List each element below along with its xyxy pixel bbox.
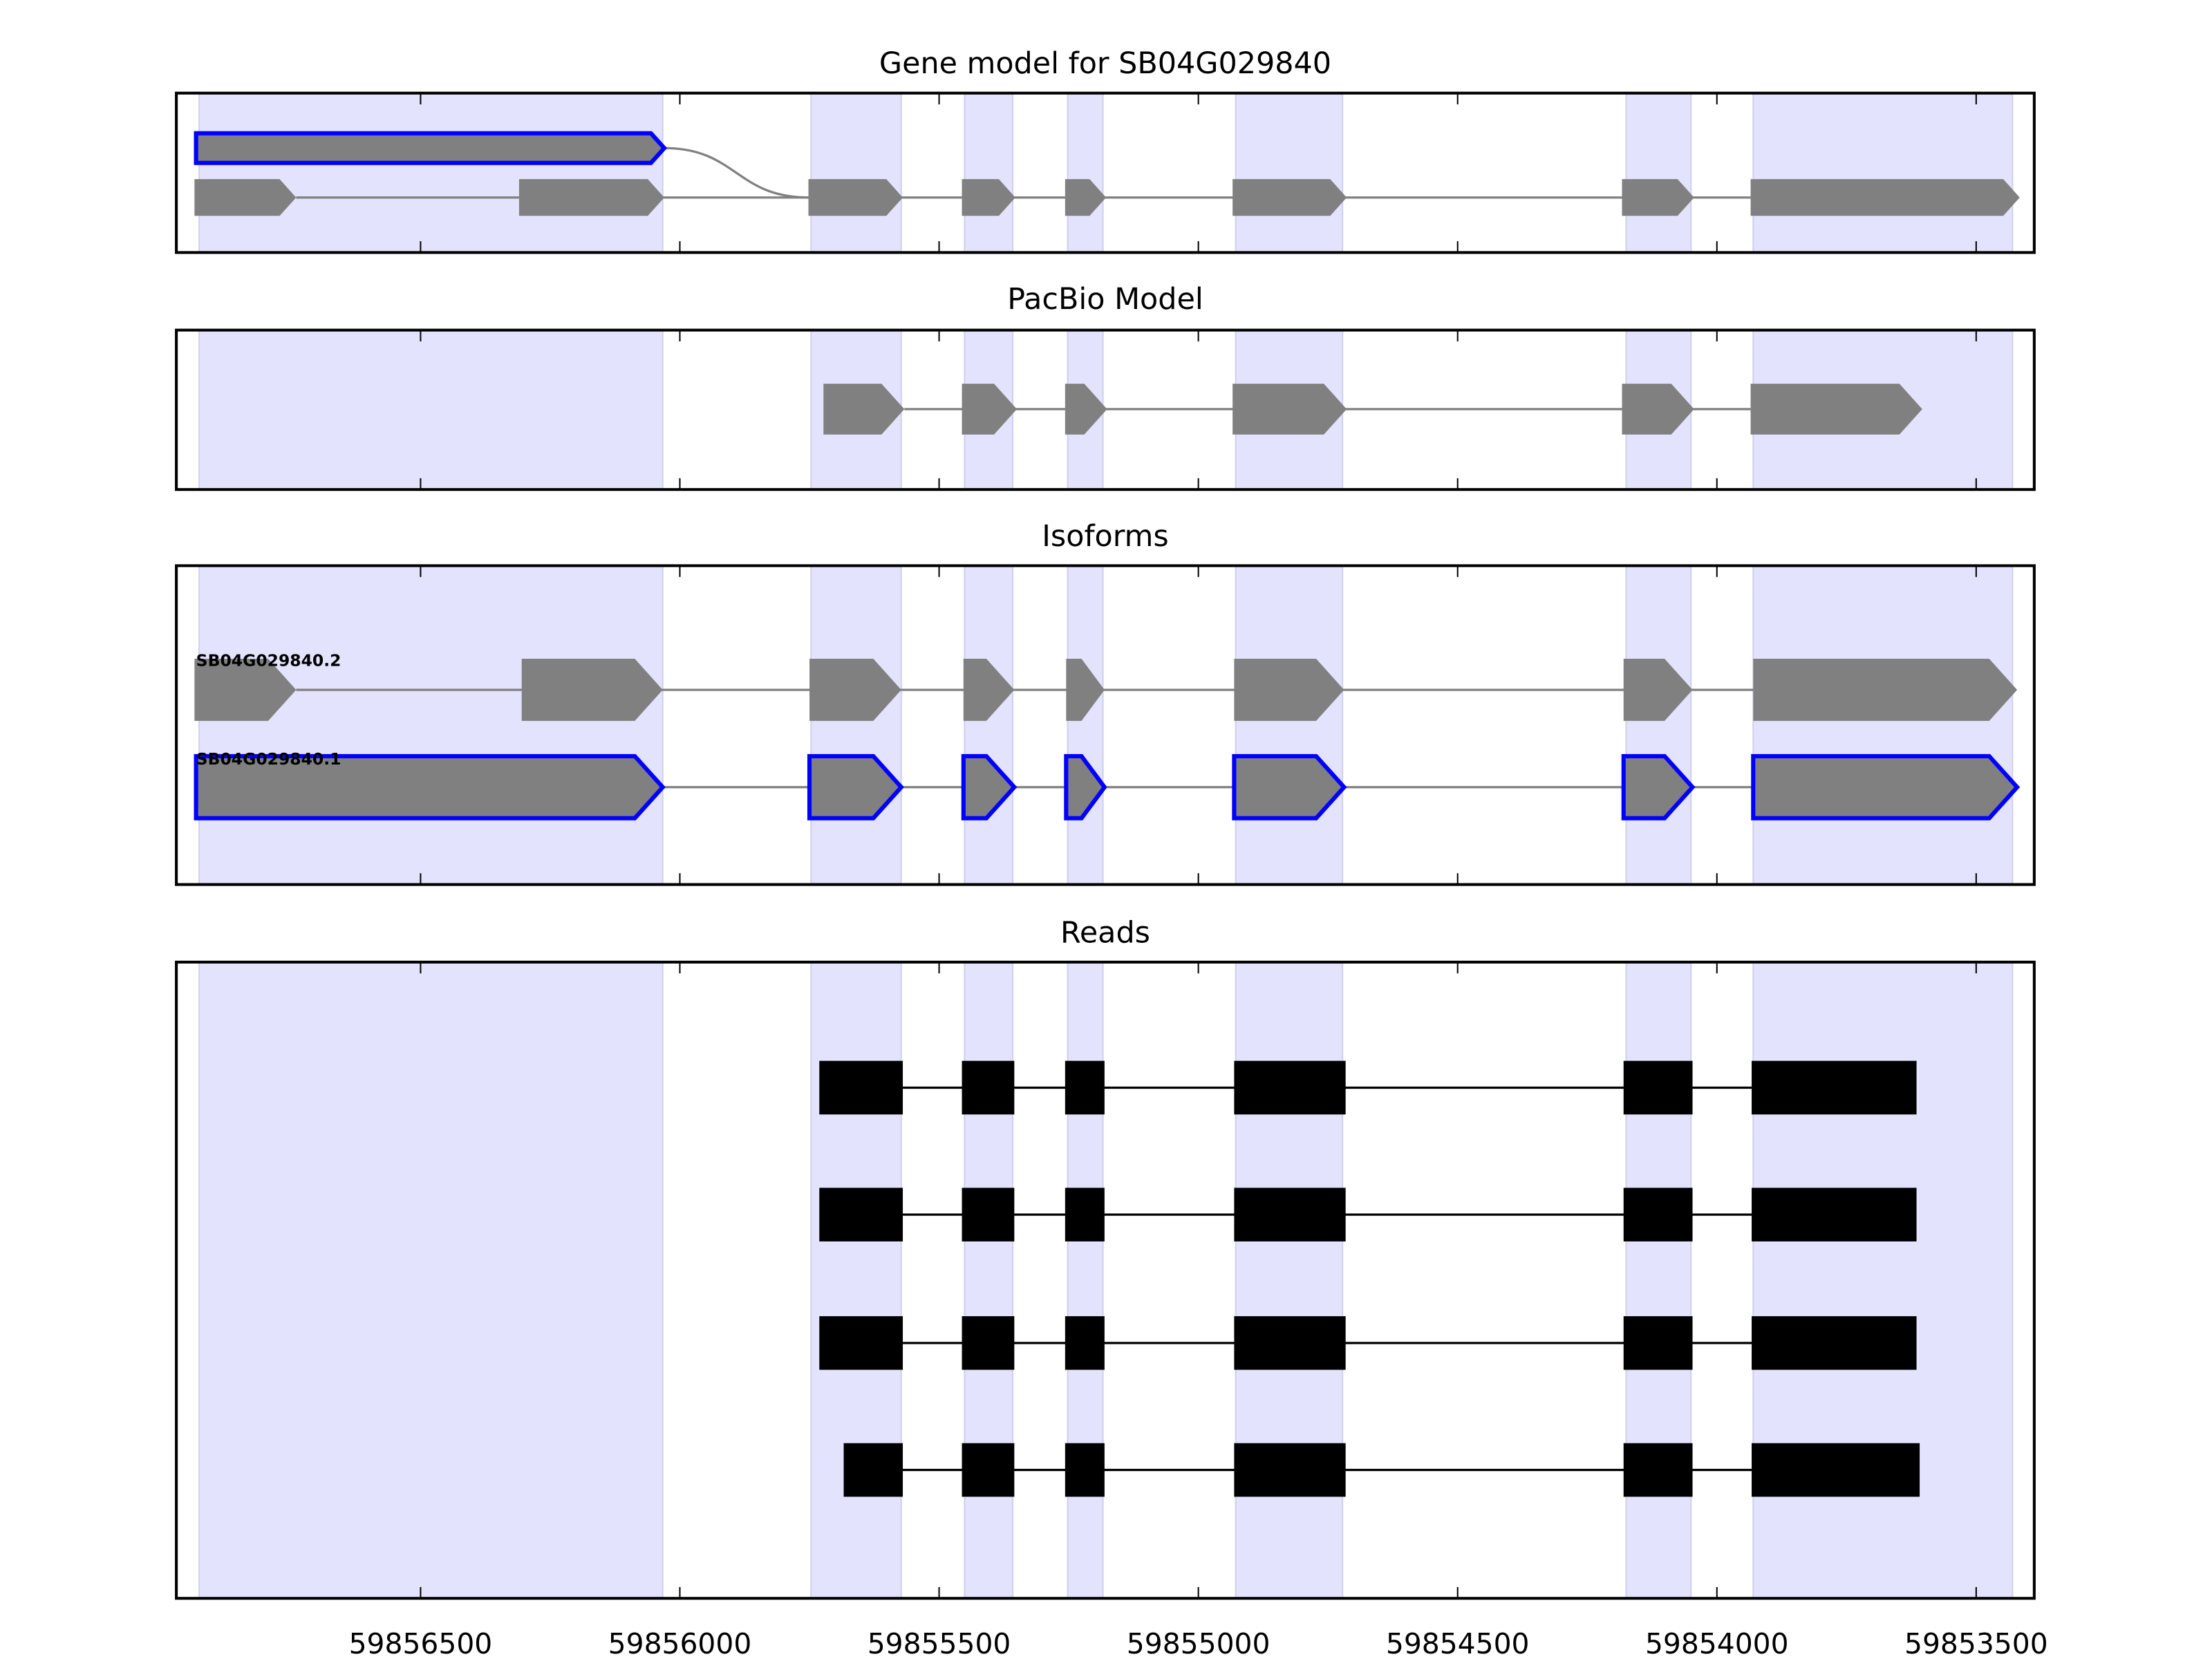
panel-title: Reads bbox=[1060, 915, 1150, 950]
panel-pacbio-model: PacBio Model bbox=[175, 282, 2036, 491]
highlighted-exon bbox=[1621, 753, 1696, 821]
exon-shade-region bbox=[810, 565, 902, 885]
exon-shade-region bbox=[1235, 961, 1344, 1600]
read-block bbox=[1623, 1188, 1693, 1241]
read-block bbox=[1234, 1316, 1346, 1370]
read-block bbox=[1752, 1316, 1917, 1370]
exon-arrow bbox=[962, 384, 1018, 435]
panel-reads: Reads bbox=[175, 915, 2036, 1600]
x-tick-label: 59853500 bbox=[1904, 1627, 2048, 1659]
exon-arrow bbox=[1066, 659, 1105, 721]
read-block bbox=[1065, 1443, 1105, 1497]
exon-shade-region bbox=[1625, 565, 1692, 885]
read-block bbox=[1065, 1188, 1105, 1241]
read-block bbox=[1065, 1316, 1105, 1370]
highlighted-exon bbox=[807, 753, 904, 821]
exon-shade-region bbox=[198, 329, 664, 491]
panel-frame bbox=[175, 960, 2036, 1600]
exon-arrow bbox=[194, 659, 297, 721]
highlighted-exon bbox=[194, 131, 668, 165]
exon-shade-region bbox=[1752, 961, 2014, 1600]
exon-arrow bbox=[823, 384, 905, 435]
read-block bbox=[819, 1188, 903, 1241]
exon-arrow bbox=[1622, 179, 1694, 216]
panel-title: Isoforms bbox=[1042, 519, 1168, 554]
read-block bbox=[1752, 1060, 1917, 1115]
read-block bbox=[962, 1060, 1015, 1115]
exon-arrow bbox=[1232, 179, 1347, 216]
read-block bbox=[1234, 1060, 1346, 1115]
panel-gene-model-for-sb04g029840: Gene model for SB04G029840 bbox=[175, 46, 2036, 254]
x-tick-label: 59856000 bbox=[608, 1627, 752, 1659]
exon-arrow bbox=[1750, 179, 2020, 216]
exon-arrow bbox=[518, 179, 664, 216]
panel-title: PacBio Model bbox=[1007, 282, 1203, 317]
exon-shade-region bbox=[1752, 565, 2014, 885]
read-block bbox=[1234, 1443, 1346, 1497]
exon-arrow bbox=[1753, 659, 2018, 721]
exon-arrow bbox=[521, 659, 663, 721]
exon-shade-region bbox=[810, 961, 902, 1600]
isoform-label: SB04G029840.2 bbox=[196, 650, 341, 670]
exon-shade-region bbox=[810, 92, 902, 254]
x-tick-label: 59854500 bbox=[1386, 1627, 1530, 1659]
exon-shade-region bbox=[1752, 92, 2014, 254]
exon-shade-region bbox=[1235, 565, 1344, 885]
exon-arrow bbox=[808, 179, 903, 216]
panel-frame bbox=[175, 564, 2036, 886]
read-block bbox=[1752, 1188, 1917, 1241]
read-block bbox=[962, 1443, 1015, 1497]
read-block bbox=[1623, 1316, 1693, 1370]
x-tick-label: 59855500 bbox=[868, 1627, 1011, 1659]
x-tick-label: 59856500 bbox=[349, 1627, 493, 1659]
exon-arrow bbox=[1234, 659, 1344, 721]
read-block bbox=[819, 1316, 903, 1370]
read-block bbox=[843, 1443, 903, 1497]
exon-arrow bbox=[963, 659, 1015, 721]
exon-shade-region bbox=[1067, 565, 1104, 885]
exon-arrow bbox=[1750, 384, 1922, 435]
read-block bbox=[962, 1188, 1015, 1241]
exon-shade-region bbox=[964, 961, 1014, 1600]
exon-arrow bbox=[1065, 384, 1107, 435]
exon-arrow bbox=[1232, 384, 1347, 435]
exon-shade-region bbox=[1625, 92, 1692, 254]
read-block bbox=[1065, 1060, 1105, 1115]
highlighted-exon bbox=[961, 753, 1018, 821]
read-block bbox=[819, 1060, 903, 1115]
exon-shade-region bbox=[198, 92, 664, 254]
exon-shade-region bbox=[964, 92, 1014, 254]
read-block bbox=[1234, 1188, 1346, 1241]
highlighted-exon bbox=[1064, 753, 1107, 821]
exon-shade-region bbox=[1067, 92, 1104, 254]
highlighted-exon bbox=[1232, 753, 1347, 821]
exon-shade-region bbox=[198, 961, 664, 1600]
read-block bbox=[1623, 1443, 1693, 1497]
exon-arrow bbox=[962, 179, 1015, 216]
exon-shade-region bbox=[1235, 92, 1344, 254]
highlighted-exon bbox=[194, 753, 666, 821]
panel-title: Gene model for SB04G029840 bbox=[879, 46, 1331, 81]
exon-shade-region bbox=[1625, 961, 1692, 1600]
x-tick-label: 59855000 bbox=[1127, 1627, 1271, 1659]
exon-arrow bbox=[1622, 384, 1694, 435]
read-block bbox=[1623, 1060, 1693, 1115]
exon-shade-region bbox=[964, 565, 1014, 885]
exon-shade-region bbox=[198, 565, 664, 885]
panel-frame bbox=[175, 91, 2036, 254]
highlighted-exon bbox=[1751, 753, 2021, 821]
exon-shade-region bbox=[1067, 961, 1104, 1600]
splice-junction-curve bbox=[664, 147, 809, 199]
exon-arrow bbox=[809, 659, 901, 721]
exon-arrow bbox=[194, 179, 297, 216]
isoform-label: SB04G029840.1 bbox=[196, 749, 341, 769]
exon-arrow bbox=[1065, 179, 1107, 216]
panel-frame bbox=[175, 328, 2036, 491]
read-block bbox=[1752, 1443, 1920, 1497]
read-block bbox=[962, 1316, 1015, 1370]
exon-arrow bbox=[1623, 659, 1693, 721]
x-tick-label: 59854000 bbox=[1645, 1627, 1789, 1659]
